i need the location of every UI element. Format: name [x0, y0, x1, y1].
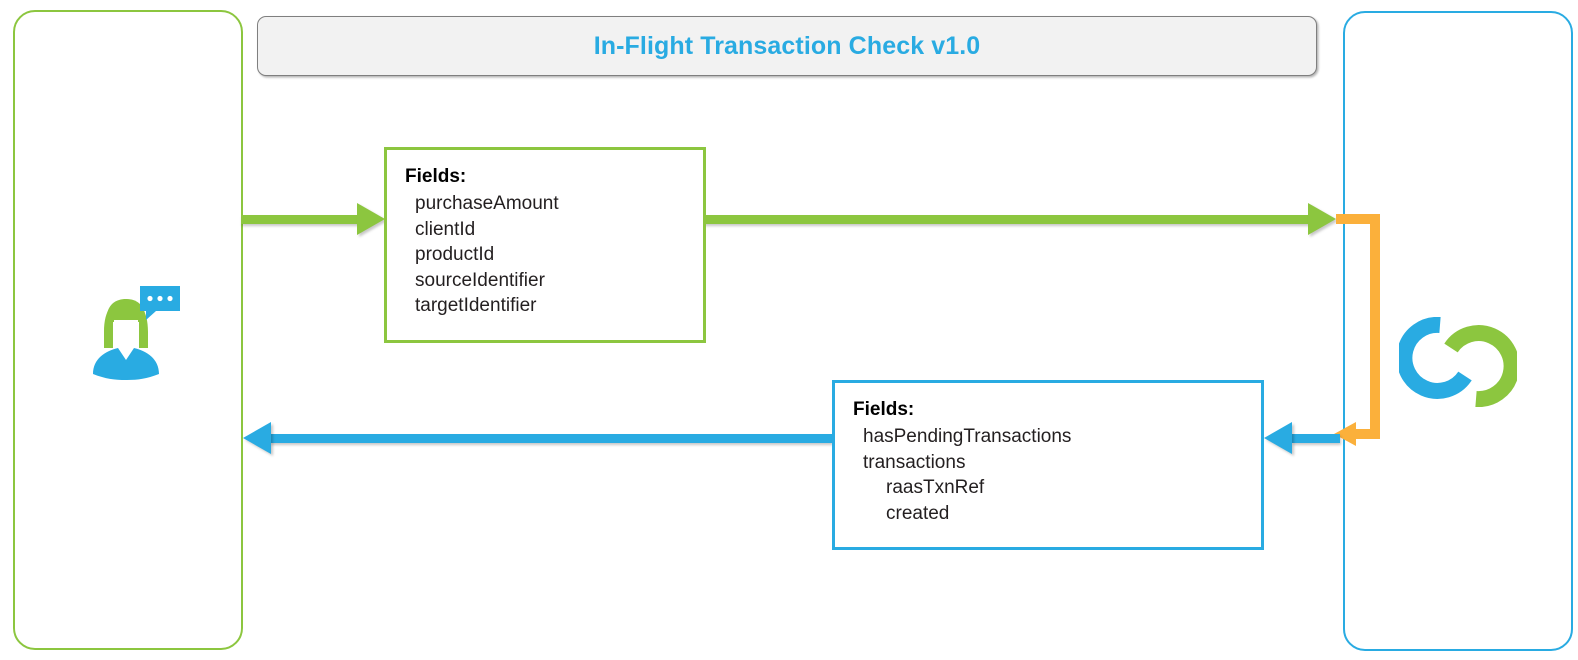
list-item: targetIdentifier — [415, 295, 537, 316]
list-item: sourceIdentifier — [415, 269, 545, 291]
page-title: In-Flight Transaction Check v1.0 — [593, 31, 981, 60]
response-fields-list: hasPendingTransactions transactions raas… — [853, 424, 1261, 526]
list-item: clientId — [415, 218, 476, 240]
list-item: productId — [415, 244, 495, 265]
list-item: transactions — [863, 451, 966, 473]
request-arrow-segment-left — [241, 215, 359, 224]
response-fields-box: Fields: hasPendingTransactions transacti… — [832, 380, 1264, 550]
response-arrow-head-right — [1264, 422, 1292, 454]
internal-loop-bottom-segment — [1356, 429, 1380, 439]
list-item: raasTxnRef — [886, 477, 985, 498]
list-item: hasPendingTransactions — [863, 426, 1072, 447]
response-arrow-segment-left — [270, 434, 832, 443]
request-fields-label: Fields: — [405, 166, 467, 187]
request-fields-box: Fields: purchaseAmount clientId productI… — [384, 147, 706, 343]
diagram-title-bar: In-Flight Transaction Check v1.0 — [257, 16, 1317, 76]
response-fields-label: Fields: — [853, 399, 915, 420]
request-fields-list: purchaseAmount clientId productId source… — [405, 191, 703, 319]
response-arrow-head-left — [243, 422, 271, 454]
request-arrow-segment-right — [703, 215, 1310, 224]
request-arrow-head-right — [1308, 203, 1336, 235]
request-arrow-head-left — [357, 203, 385, 235]
internal-loop-top-segment — [1336, 214, 1380, 224]
customer-chat-icon — [76, 276, 182, 382]
response-arrow-segment-right — [1292, 434, 1340, 443]
internal-loop-right-segment — [1370, 214, 1380, 439]
list-item: purchaseAmount — [415, 193, 559, 214]
list-item: created — [886, 502, 950, 524]
service-loop-logo — [1396, 316, 1520, 408]
